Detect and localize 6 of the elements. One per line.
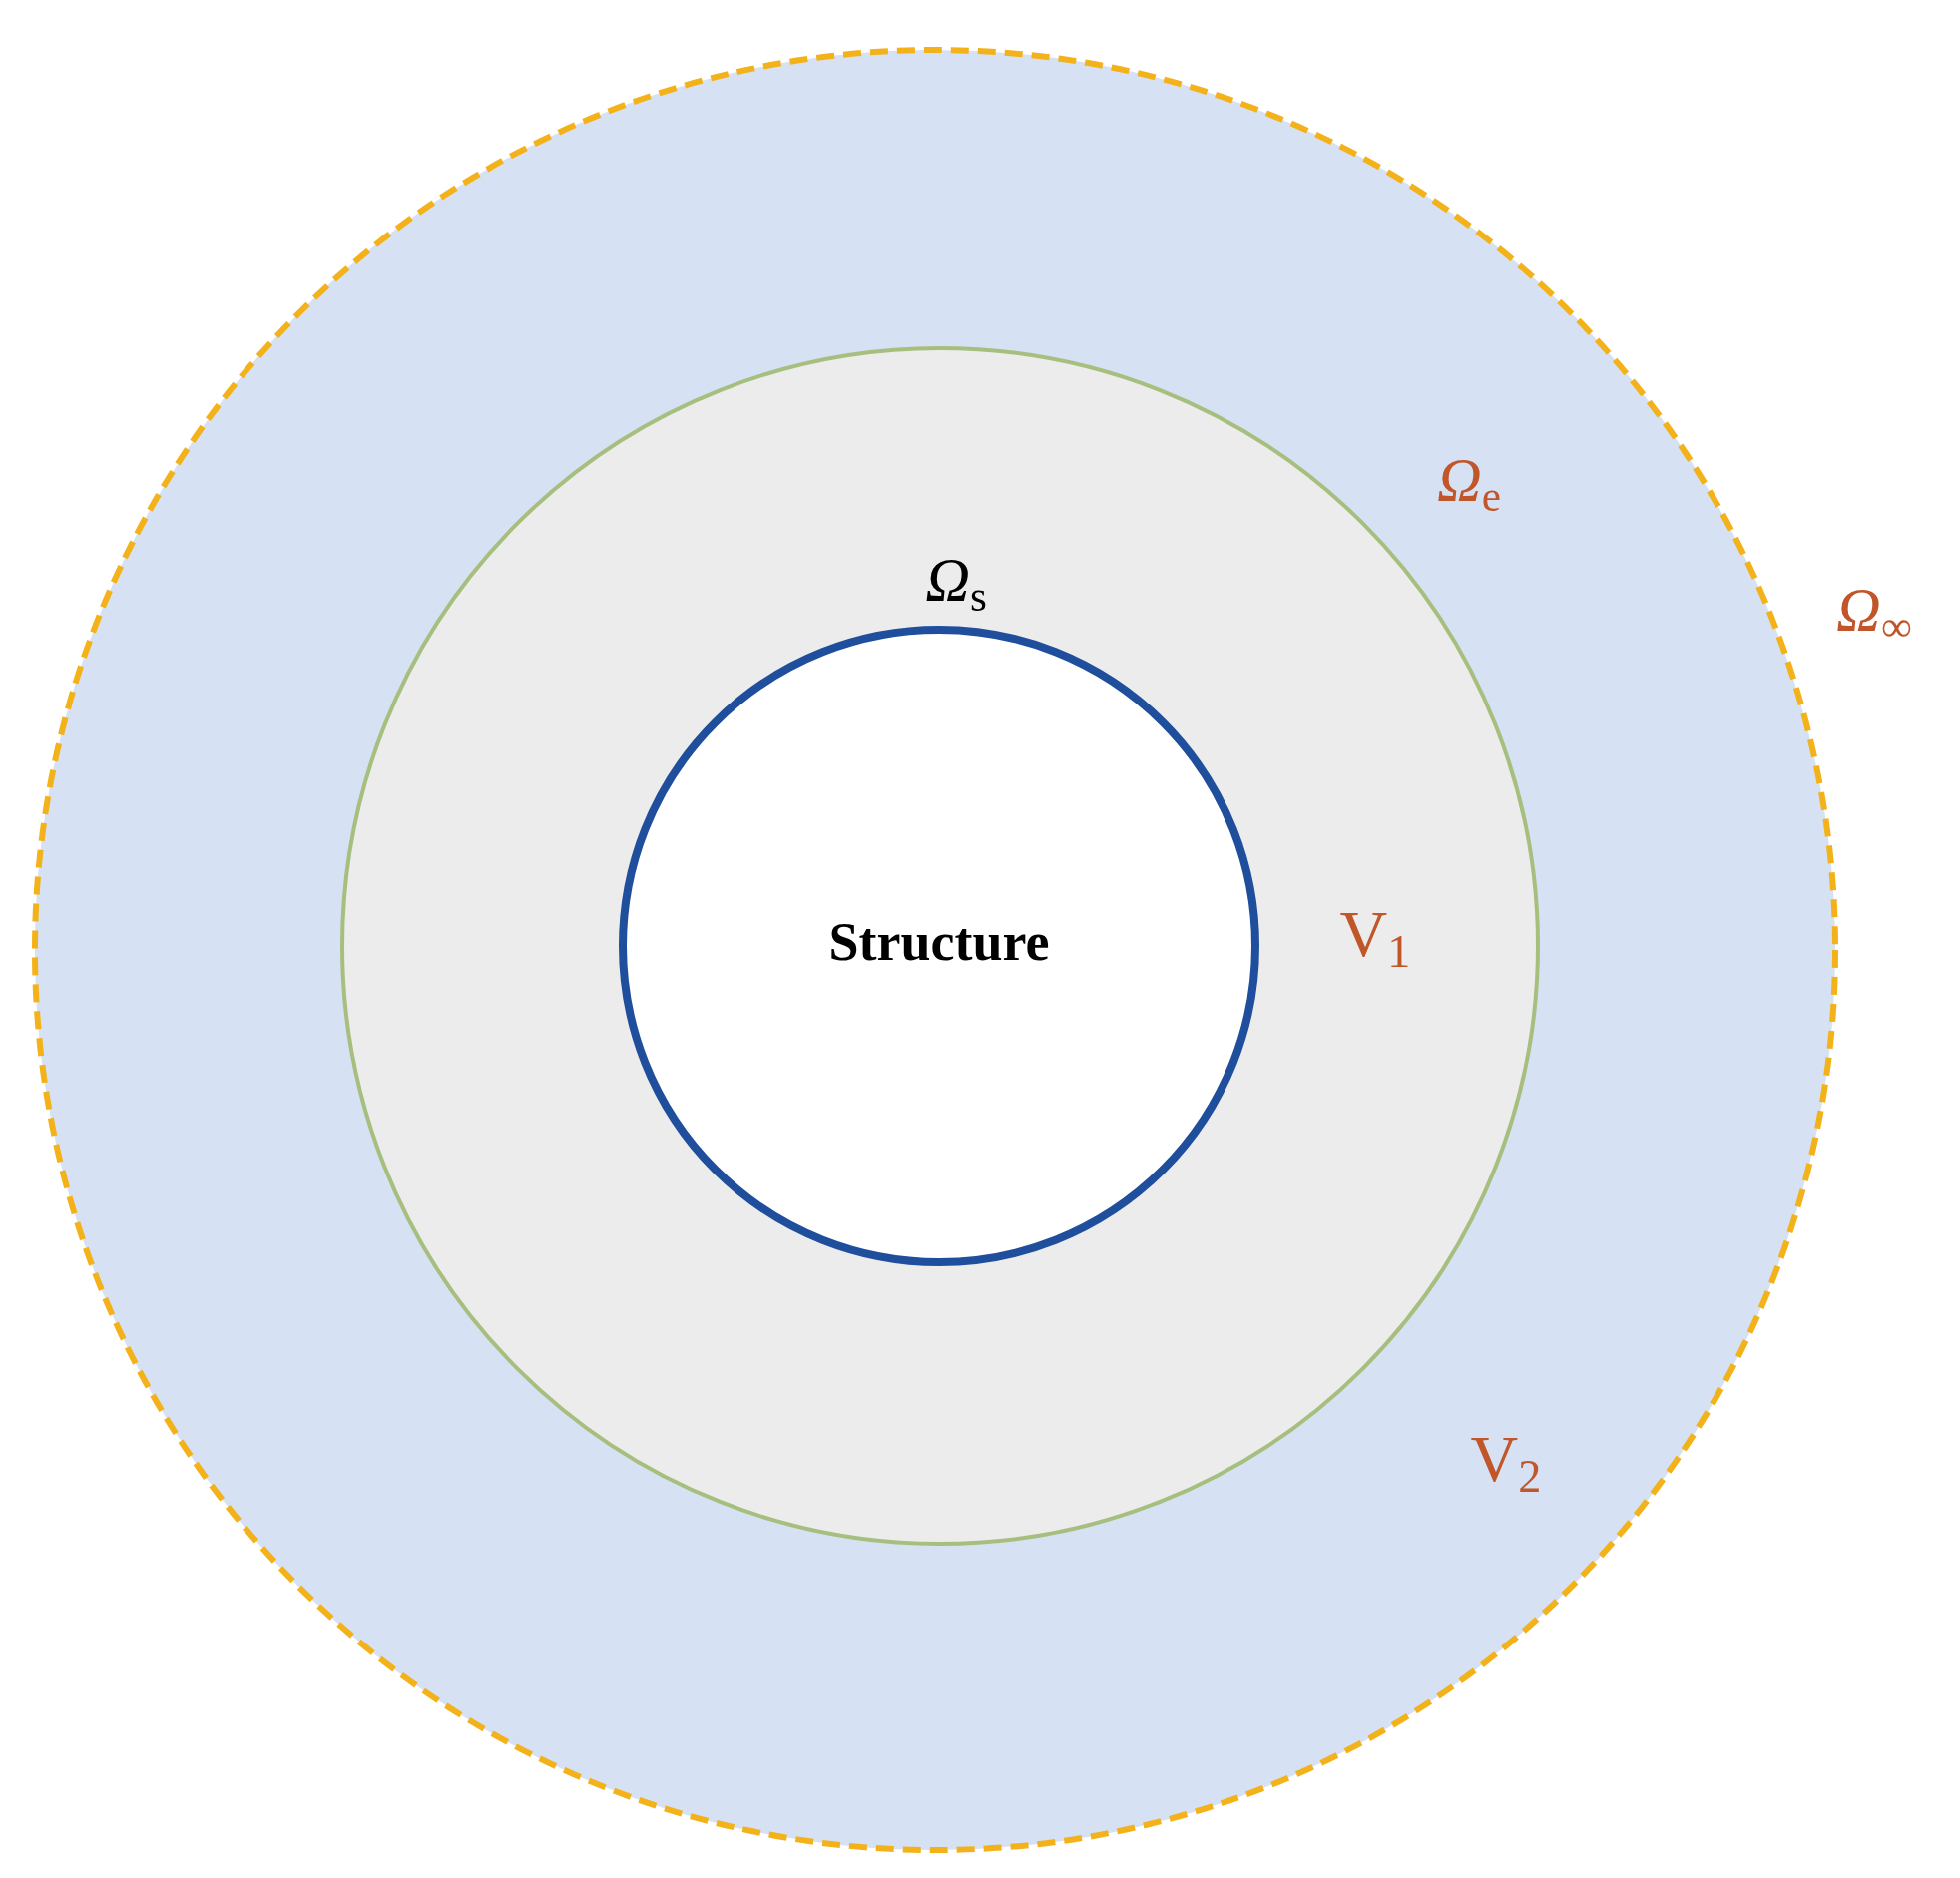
boundary-label: Ω$_{e}$ xyxy=(1436,447,1502,519)
region-label: V$_{1}$ xyxy=(1339,900,1411,976)
boundary-label: Ω$_{∞}$ xyxy=(1836,577,1912,649)
region-label: V$_{2}$ xyxy=(1470,1425,1542,1501)
region-label: Structure xyxy=(828,915,1050,969)
boundary-label: Ω$_{s}$ xyxy=(925,547,987,619)
